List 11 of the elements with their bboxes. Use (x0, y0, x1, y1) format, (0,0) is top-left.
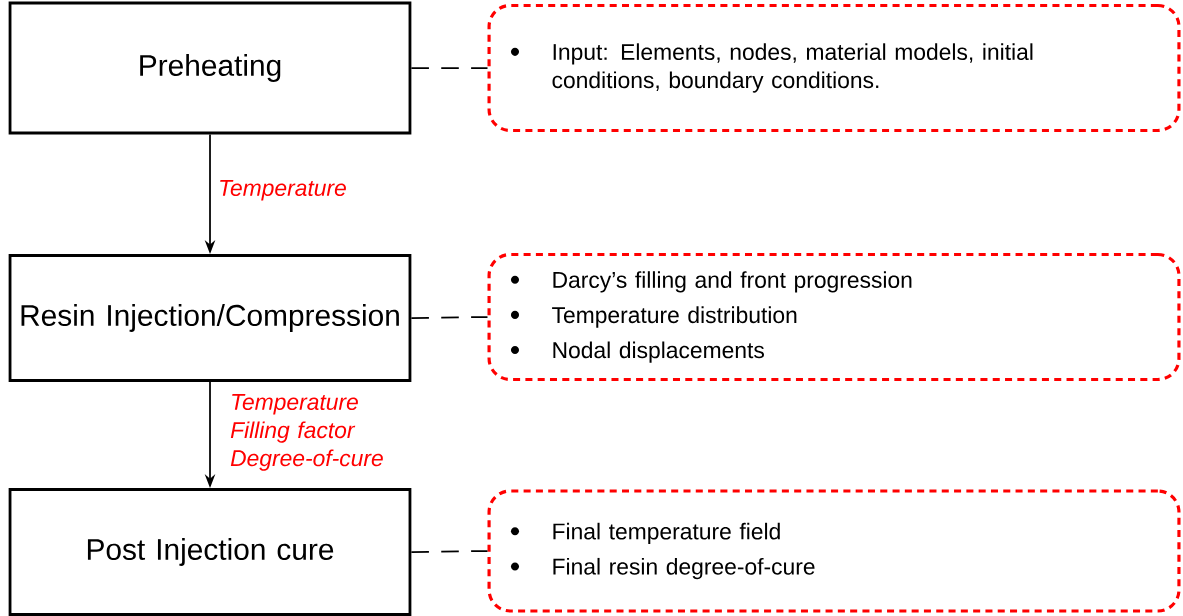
connector-line (410, 67, 489, 69)
edge-label: Temperature Filling factor Degree-of-cure (230, 394, 383, 471)
connector-line (410, 316, 489, 319)
connector-line (410, 550, 489, 553)
notes-box: Input: Elements, nodes, material models, initial conditions, boundary conditions. (487, 3, 1181, 133)
process-box: Preheating (8, 1, 412, 135)
notes-box: Final temperature field Final resin degree-of-cure (487, 489, 1181, 613)
edge-label: Temperature (220, 180, 346, 201)
process-box: Resin Injection/Compression (8, 254, 412, 382)
process-box: Post Injection cure (8, 488, 412, 616)
notes-box: Darcy’s filling and front progression Temperature distribution Nodal displacements (487, 252, 1181, 382)
